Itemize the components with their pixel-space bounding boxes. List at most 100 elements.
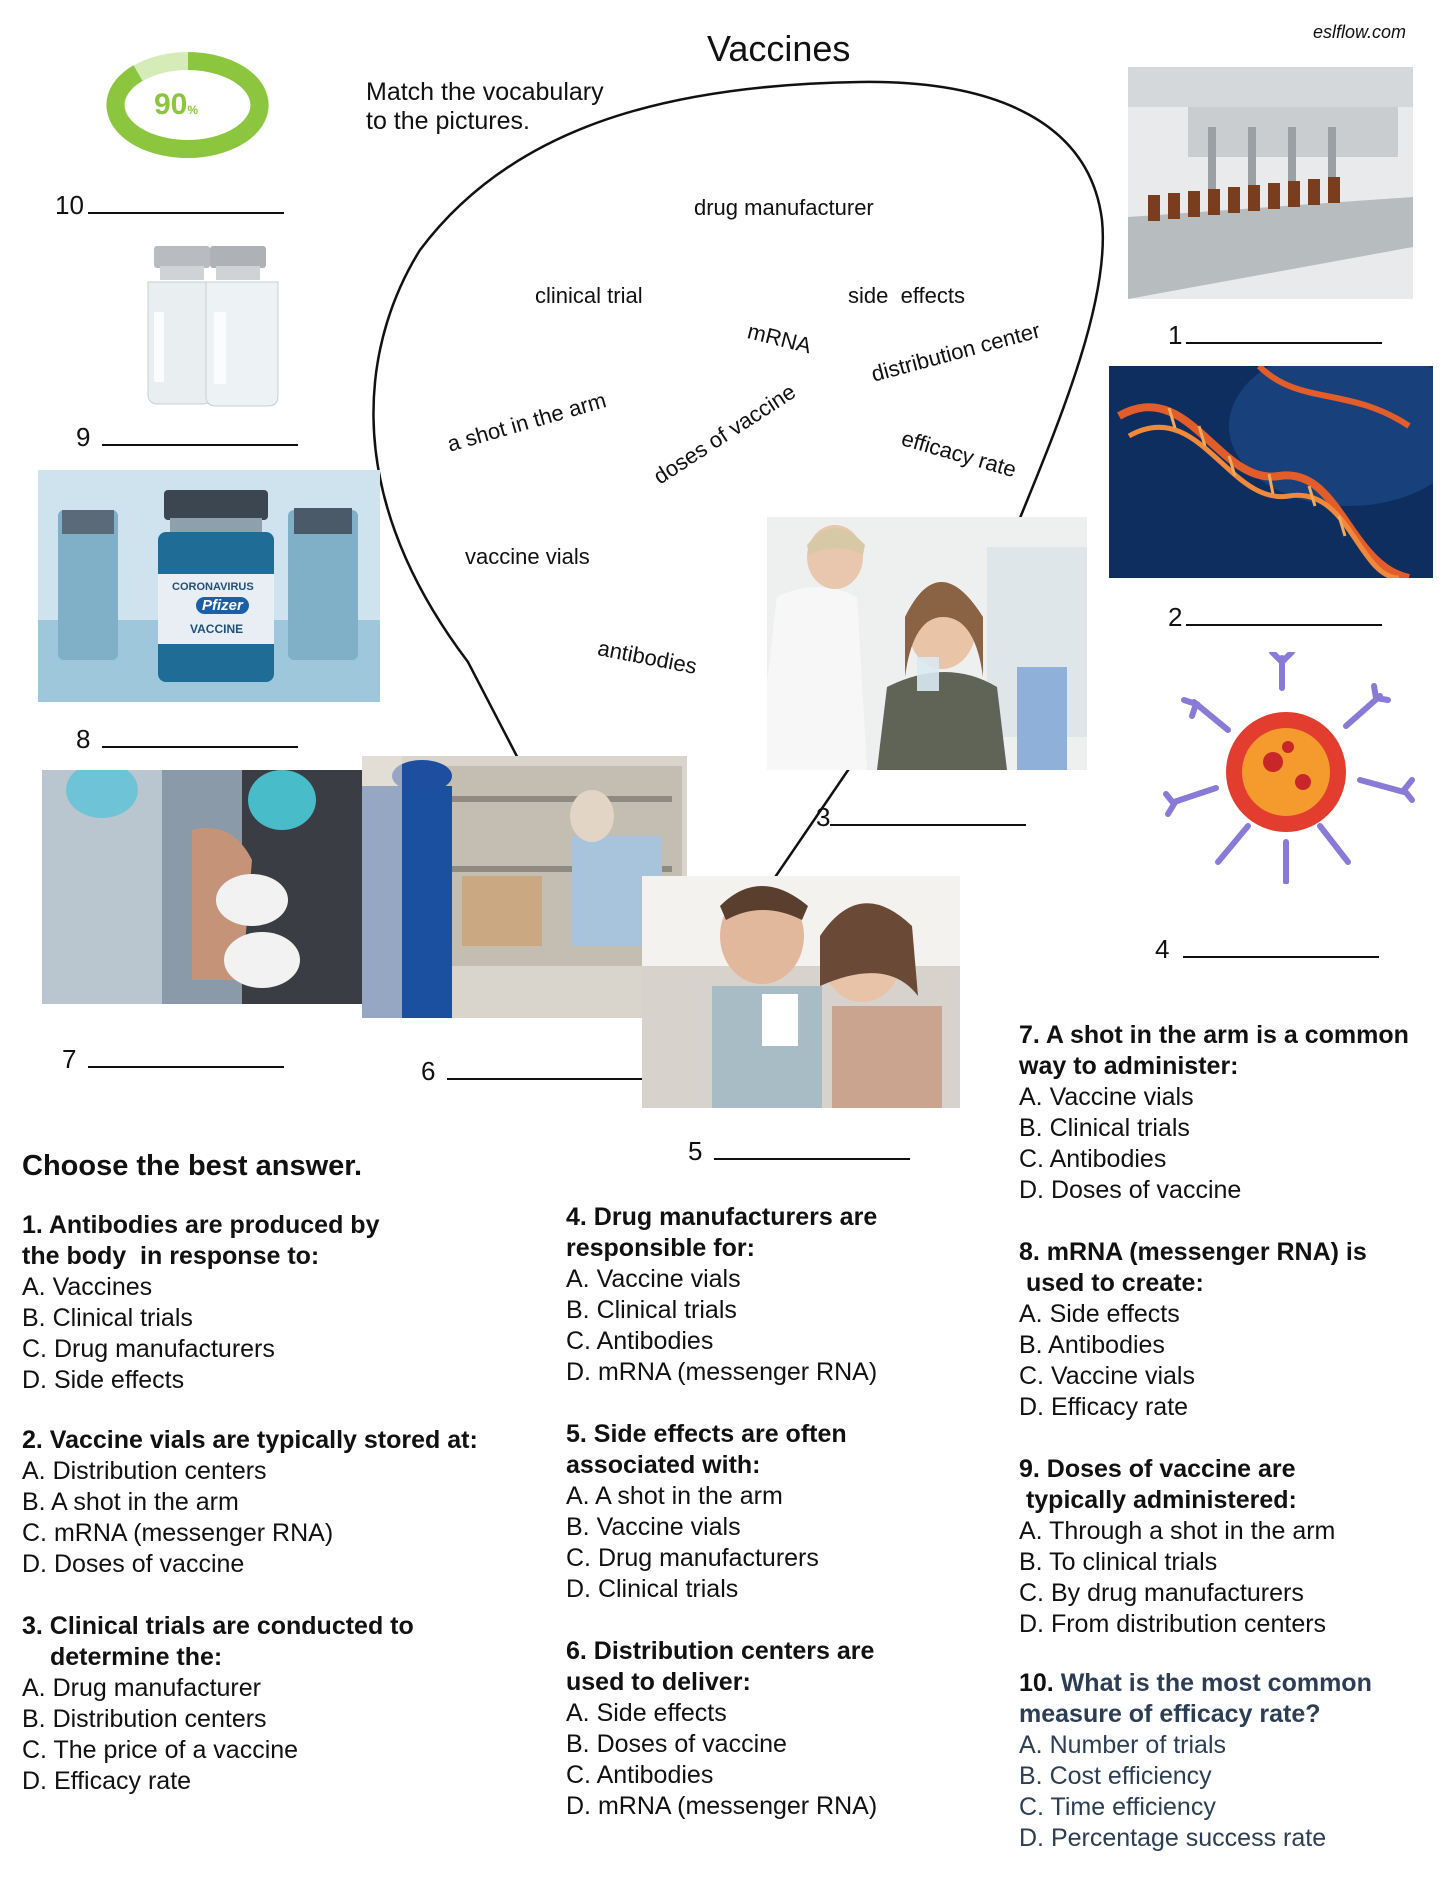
question-1-option-b[interactable]: B. Clinical trials: [22, 1304, 193, 1332]
question-7-line-2: way to administer:: [1019, 1052, 1239, 1080]
question-9-line-1: 9. Doses of vaccine are: [1019, 1455, 1296, 1483]
vial-label-coronavirus: CORONAVIRUS: [172, 581, 254, 593]
question-1-option-a[interactable]: A. Vaccines: [22, 1273, 153, 1301]
gauge-value: 90%: [154, 88, 199, 121]
vocab-drug-manufacturer: drug manufacturer: [694, 195, 874, 220]
question-7-line-1: 7. A shot in the arm is a common: [1019, 1021, 1409, 1049]
question-6: 6. Distribution centers are used to deli…: [566, 1636, 877, 1822]
question-7-option-a[interactable]: A. Vaccine vials: [1019, 1083, 1194, 1111]
question-2-option-b[interactable]: B. A shot in the arm: [22, 1488, 239, 1516]
question-3-option-a[interactable]: A. Drug manufacturer: [22, 1674, 261, 1702]
question-5-option-d[interactable]: D. Clinical trials: [566, 1575, 739, 1603]
question-8-option-c[interactable]: C. Vaccine vials: [1019, 1362, 1195, 1390]
question-8: 8. mRNA (messenger RNA) is used to creat…: [1019, 1237, 1367, 1423]
question-5-line-1: 5. Side effects are often: [566, 1420, 847, 1448]
instruction-line-2: to the pictures.: [366, 107, 530, 135]
question-2: 2. Vaccine vials are typically stored at…: [22, 1425, 478, 1580]
question-6-option-c[interactable]: C. Antibodies: [566, 1761, 714, 1789]
vocab-side-effects: side effects: [848, 283, 965, 308]
answer-line-2[interactable]: 2: [1168, 600, 1383, 633]
question-10-option-b[interactable]: B. Cost efficiency: [1019, 1762, 1212, 1790]
question-1-line-2: the body in response to:: [22, 1242, 320, 1270]
question-4-line-2: responsible for:: [566, 1234, 755, 1262]
question-6-line-2: used to deliver:: [566, 1668, 751, 1696]
question-6-line-1: 6. Distribution centers are: [566, 1637, 875, 1665]
answer-line-3[interactable]: 3: [816, 800, 1027, 833]
question-5-line-2: associated with:: [566, 1451, 761, 1479]
question-8-line-1: 8. mRNA (messenger RNA) is: [1019, 1238, 1367, 1266]
question-10-option-c[interactable]: C. Time efficiency: [1019, 1793, 1216, 1821]
question-9-option-a[interactable]: A. Through a shot in the arm: [1019, 1517, 1336, 1545]
answer-line-7[interactable]: 7: [62, 1042, 285, 1075]
question-10-number: 10.: [1019, 1669, 1054, 1697]
answer-line-6[interactable]: 6: [421, 1054, 644, 1087]
question-5-option-b[interactable]: B. Vaccine vials: [566, 1513, 741, 1541]
question-4-option-b[interactable]: B. Clinical trials: [566, 1296, 737, 1324]
question-2-line-1: 2. Vaccine vials are typically stored at…: [22, 1426, 478, 1454]
gauge-ring: [106, 52, 269, 158]
question-4: 4. Drug manufacturers are responsible fo…: [566, 1202, 877, 1388]
question-9-line-2: typically administered:: [1019, 1486, 1297, 1514]
instruction: Match the vocabulary to the pictures.: [366, 78, 604, 136]
question-4-option-c[interactable]: C. Antibodies: [566, 1327, 714, 1355]
question-6-option-a[interactable]: A. Side effects: [566, 1699, 727, 1727]
answer-line-9[interactable]: 9: [76, 420, 299, 453]
question-3-option-c[interactable]: C. The price of a vaccine: [22, 1736, 299, 1764]
question-4-line-1: 4. Drug manufacturers are: [566, 1203, 878, 1231]
question-10-line-2: measure of efficacy rate?: [1019, 1700, 1321, 1728]
question-4-option-d[interactable]: D. mRNA (messenger RNA): [566, 1358, 878, 1386]
question-2-option-c[interactable]: C. mRNA (messenger RNA): [22, 1519, 334, 1547]
answer-line-1[interactable]: 1: [1168, 318, 1383, 351]
answer-line-5[interactable]: 5: [688, 1134, 911, 1167]
question-9: 9. Doses of vaccine are typically admini…: [1019, 1454, 1335, 1640]
question-3-line-2: determine the:: [50, 1643, 223, 1671]
question-2-option-d[interactable]: D. Doses of vaccine: [22, 1550, 245, 1578]
question-3: 3. Clinical trials are conducted to dete…: [22, 1611, 414, 1797]
answer-line-8[interactable]: 8: [76, 722, 299, 755]
question-8-option-d[interactable]: D. Efficacy rate: [1019, 1393, 1189, 1421]
question-4-option-a[interactable]: A. Vaccine vials: [566, 1265, 741, 1293]
question-7-option-d[interactable]: D. Doses of vaccine: [1019, 1176, 1242, 1204]
question-6-option-b[interactable]: B. Doses of vaccine: [566, 1730, 787, 1758]
question-1: 1. Antibodies are produced by the body i…: [22, 1210, 379, 1396]
photo-drug-manufacturer: [1128, 67, 1413, 299]
question-7-option-c[interactable]: C. Antibodies: [1019, 1145, 1167, 1173]
question-9-option-c[interactable]: C. By drug manufacturers: [1019, 1579, 1304, 1607]
question-10-text: What is the most common: [1053, 1669, 1372, 1697]
page-title: Vaccines: [707, 28, 851, 69]
question-3-option-b[interactable]: B. Distribution centers: [22, 1705, 267, 1733]
question-10: 10. What is the most common measure of e…: [1019, 1668, 1372, 1854]
photo-side-effects: [642, 876, 960, 1108]
vocab-vaccine-vials: vaccine vials: [465, 544, 590, 569]
question-5: 5. Side effects are often associated wit…: [566, 1419, 847, 1605]
question-6-option-d[interactable]: D. mRNA (messenger RNA): [566, 1792, 878, 1820]
question-1-option-d[interactable]: D. Side effects: [22, 1366, 185, 1394]
instruction-line-1: Match the vocabulary: [366, 78, 604, 106]
question-8-option-b[interactable]: B. Antibodies: [1019, 1331, 1165, 1359]
question-1-option-c[interactable]: C. Drug manufacturers: [22, 1335, 275, 1363]
quiz-heading: Choose the best answer.: [22, 1150, 363, 1182]
question-9-option-b[interactable]: B. To clinical trials: [1019, 1548, 1218, 1576]
photo-mrna-strands: [1109, 366, 1433, 578]
question-1-line-1: 1. Antibodies are produced by: [22, 1211, 380, 1239]
question-10-option-d[interactable]: D. Percentage success rate: [1019, 1824, 1327, 1852]
answer-line-4[interactable]: 4: [1155, 932, 1380, 965]
question-7-option-b[interactable]: B. Clinical trials: [1019, 1114, 1190, 1142]
photo-clinical-trial: [767, 517, 1087, 770]
question-5-option-c[interactable]: C. Drug manufacturers: [566, 1544, 819, 1572]
photo-distribution-center: [362, 756, 687, 1018]
photo-antibodies: [1158, 652, 1418, 884]
photo-shot-in-arm: [42, 770, 406, 1004]
gauge-90-percent: 90%: [98, 50, 278, 160]
question-8-option-a[interactable]: A. Side effects: [1019, 1300, 1180, 1328]
question-3-option-d[interactable]: D. Efficacy rate: [22, 1767, 192, 1795]
vial-label-pfizer: Pfizer: [196, 597, 249, 614]
question-5-option-a[interactable]: A. A shot in the arm: [566, 1482, 783, 1510]
question-7: 7. A shot in the arm is a common way to …: [1019, 1020, 1409, 1206]
question-10-line-1: 10. What is the most common: [1019, 1668, 1372, 1699]
question-2-option-a[interactable]: A. Distribution centers: [22, 1457, 267, 1485]
question-10-option-a[interactable]: A. Number of trials: [1019, 1731, 1227, 1759]
answer-line-10[interactable]: 10: [55, 188, 284, 221]
question-9-option-d[interactable]: D. From distribution centers: [1019, 1610, 1327, 1638]
